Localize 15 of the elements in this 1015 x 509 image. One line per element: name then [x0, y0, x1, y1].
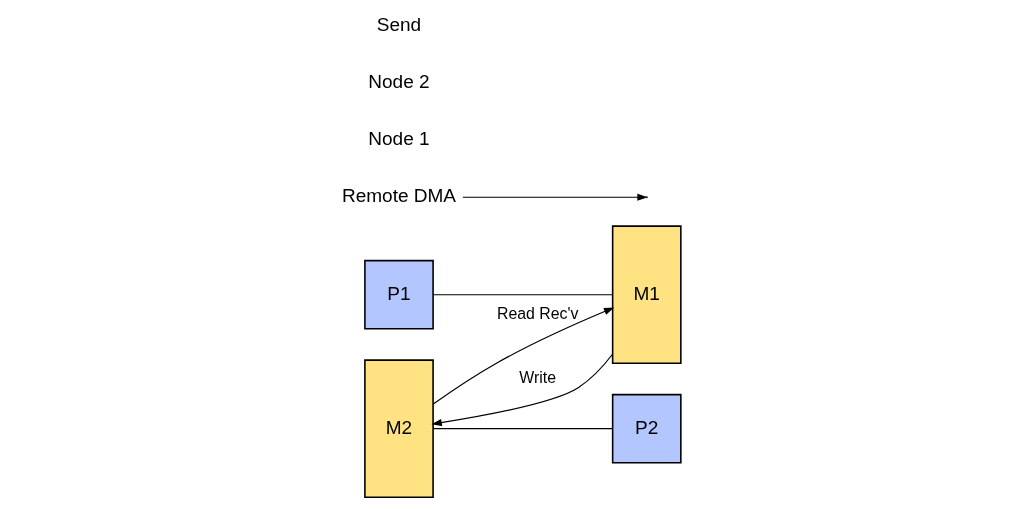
- arrow: [461, 193, 648, 201]
- label: Send: [376, 13, 421, 35]
- node-text: Remote DMA: [341, 185, 456, 207]
- label: Node 1: [367, 128, 430, 150]
- edge-label: Write: [518, 368, 556, 386]
- node-box: P2: [611, 393, 682, 464]
- connector: [432, 294, 613, 296]
- edge-label: Read Rec'v: [496, 304, 578, 322]
- arrow: [431, 353, 613, 427]
- node-box: M1: [611, 225, 682, 365]
- arrow: [432, 307, 614, 405]
- connector: [432, 428, 613, 430]
- node-box: P1: [363, 259, 434, 330]
- label: Node 2: [367, 70, 430, 92]
- node-box: M2: [363, 359, 434, 499]
